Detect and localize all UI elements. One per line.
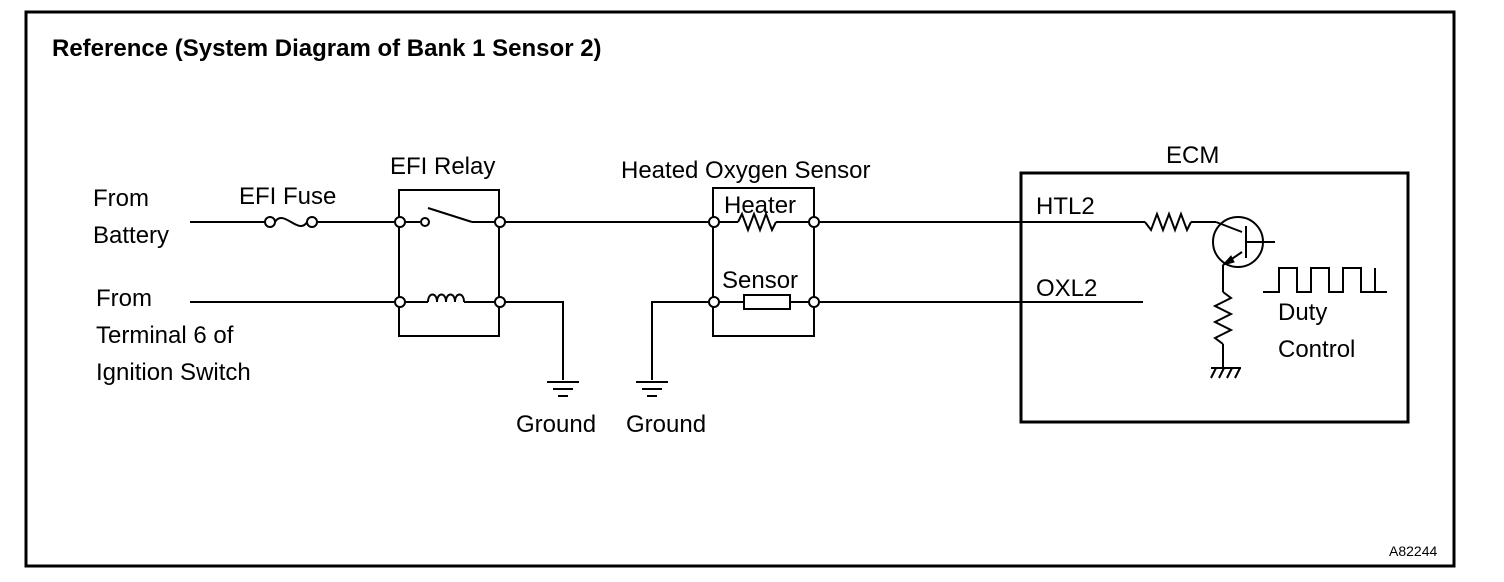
relay-coil-symbol [394, 293, 506, 308]
oxl2-label: OXL2 [1036, 275, 1097, 302]
duty-label-1: Duty [1278, 299, 1327, 326]
ground-label-relay: Ground [516, 411, 596, 438]
efi-fuse-symbol [264, 216, 318, 228]
sensor-ground-symbol [636, 381, 668, 397]
ecm-transistor-symbol [1212, 216, 1275, 268]
ecm-base-resistor-symbol [1144, 211, 1216, 233]
relay-ground-symbol [547, 381, 579, 397]
from-battery-label-1: From [93, 185, 149, 212]
from-ignition-label-3: Ignition Switch [96, 359, 251, 386]
ecm-label: ECM [1166, 142, 1219, 169]
diagram-border [24, 10, 1456, 568]
sensor-element-symbol [708, 294, 820, 310]
duty-label-2: Control [1278, 336, 1355, 363]
duty-waveform-symbol [1263, 267, 1387, 293]
from-ignition-label-2: Terminal 6 of [96, 322, 234, 349]
sensor-label: Sensor [722, 267, 798, 294]
heater-resistor-symbol [708, 211, 820, 233]
htl2-label: HTL2 [1036, 193, 1095, 220]
efi-fuse-label: EFI Fuse [239, 183, 336, 210]
ecm-pulldown-resistor-symbol [1212, 291, 1234, 368]
ecm-box [1019, 171, 1410, 424]
efi-relay-label: EFI Relay [390, 153, 495, 180]
sensor-ground-wire [651, 301, 709, 380]
figure-code: A82244 [1389, 543, 1437, 559]
heated-oxygen-sensor-label: Heated Oxygen Sensor [621, 157, 870, 184]
heated-oxygen-sensor-box [712, 187, 815, 337]
heater-label: Heater [724, 192, 796, 219]
diagram-title: Reference (System Diagram of Bank 1 Sens… [52, 35, 602, 62]
relay-ground-wire [505, 301, 564, 380]
from-ignition-label-1: From [96, 285, 152, 312]
ground-label-sensor: Ground [626, 411, 706, 438]
relay-switch-symbol [394, 207, 506, 228]
ecm-chassis-ground-symbol [1210, 367, 1241, 379]
efi-relay-box [398, 189, 500, 337]
from-battery-label-2: Battery [93, 222, 169, 249]
